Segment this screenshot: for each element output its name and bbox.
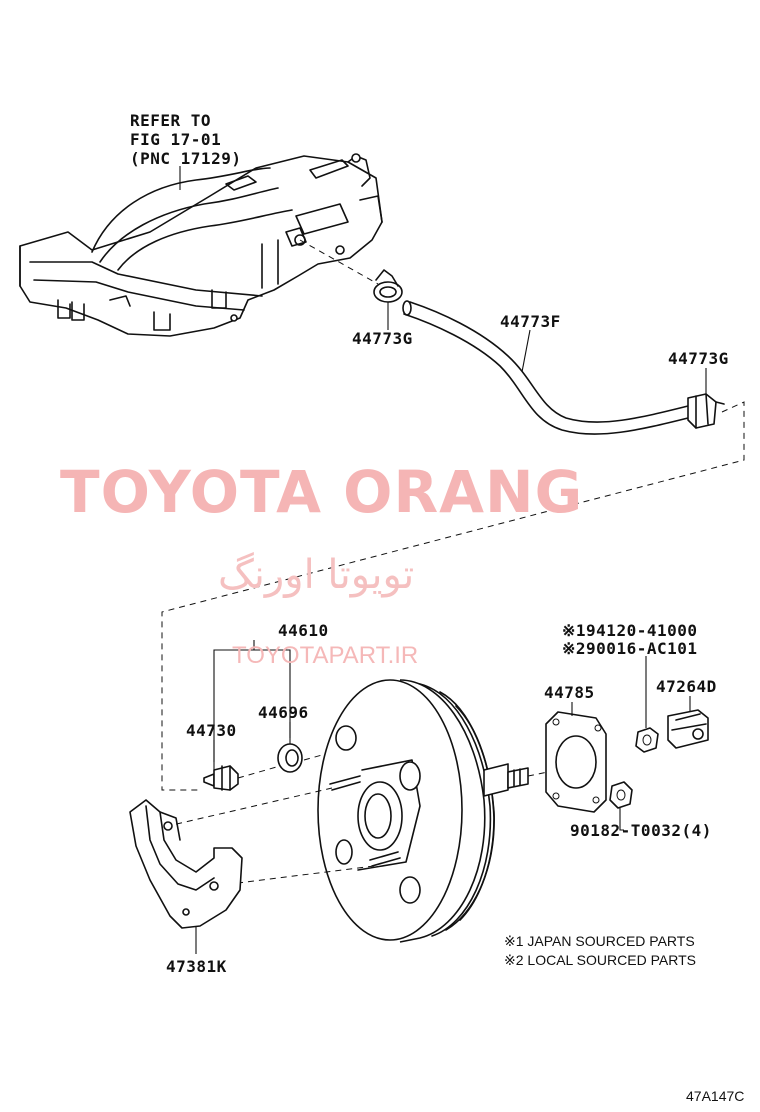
refer-to-line2: FIG 17-01 xyxy=(130,130,222,149)
part-label-44773g-right[interactable]: 44773G xyxy=(668,349,729,368)
part-label-90182-t0032[interactable]: 90182-T0032(4) xyxy=(570,821,712,840)
refer-to-line1: REFER TO xyxy=(130,111,212,130)
part-label-44785[interactable]: 44785 xyxy=(544,683,595,702)
figure-code: 47A147C xyxy=(686,1088,745,1104)
check-valve-drawing xyxy=(203,765,239,791)
refer-to-line3: (PNC 17129) xyxy=(130,149,242,168)
intake-manifold-drawing xyxy=(19,153,383,337)
grommet-drawing xyxy=(277,743,303,773)
part-label-44610[interactable]: 44610 xyxy=(278,621,329,640)
flange-nut-drawing xyxy=(609,781,633,809)
hose-clamp-right-drawing xyxy=(687,393,725,429)
watermark-url: TOYOTAPART.IR xyxy=(232,642,419,669)
part-label-90016-ac101[interactable]: ※290016-AC101 xyxy=(562,639,698,658)
part-label-44773f[interactable]: 44773F xyxy=(500,312,561,331)
clevis-drawing xyxy=(667,709,709,749)
watermark-persian: تویوتا اورنگ xyxy=(218,552,415,598)
vacuum-hose-drawing xyxy=(402,300,689,435)
part-label-47264d[interactable]: 47264D xyxy=(656,677,717,696)
watermark-brand: TOYOTA ORANG xyxy=(60,458,584,526)
note-japan-sourced: ※1 JAPAN SOURCED PARTS xyxy=(504,933,695,949)
part-label-44696[interactable]: 44696 xyxy=(258,703,309,722)
part-label-44773g-upper[interactable]: 44773G xyxy=(352,329,413,348)
part-label-47381k[interactable]: 47381K xyxy=(166,957,227,976)
part-label-44730[interactable]: 44730 xyxy=(186,721,237,740)
note-local-sourced: ※2 LOCAL SOURCED PARTS xyxy=(504,952,696,968)
brake-booster-drawing xyxy=(317,679,529,943)
hose-clamp-upper-drawing xyxy=(373,269,403,303)
gasket-drawing xyxy=(545,711,607,813)
mounting-bracket-drawing xyxy=(129,799,243,929)
lock-nut-drawing xyxy=(635,727,659,753)
part-label-94120-41000[interactable]: ※194120-41000 xyxy=(562,621,698,640)
